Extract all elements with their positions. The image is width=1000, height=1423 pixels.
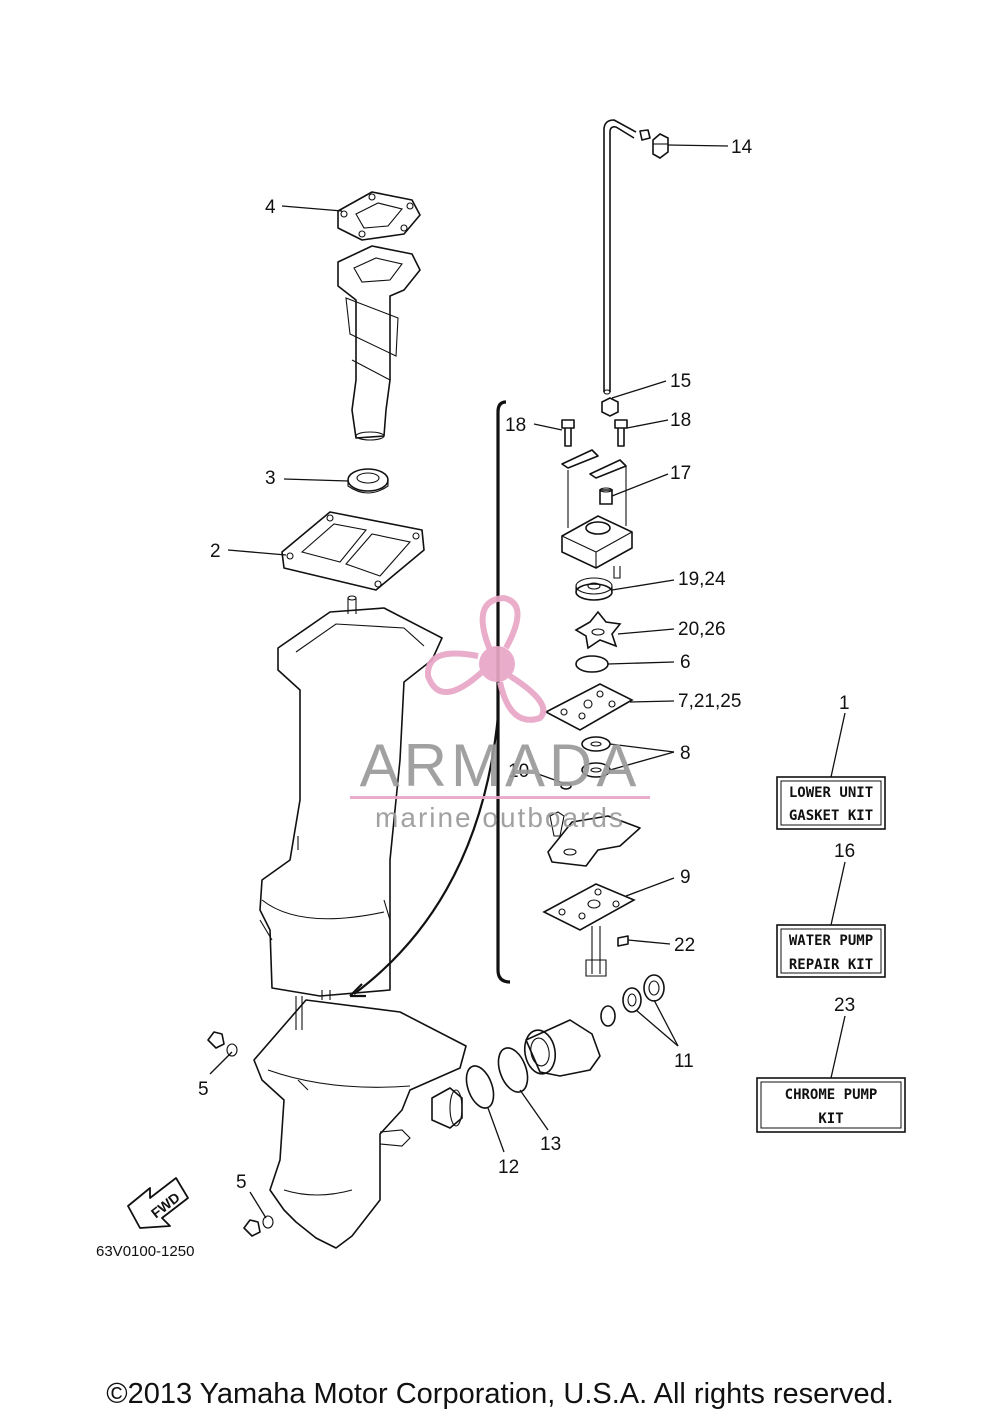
pin-22 xyxy=(617,935,629,947)
gasket-9 xyxy=(542,883,636,931)
drive-shaft-lower xyxy=(585,926,607,977)
callout-15: 15 xyxy=(670,371,691,392)
grommet-15 xyxy=(601,397,619,417)
kit-water-pump-repair: WATER PUMP REPAIR KIT xyxy=(776,924,886,978)
armada-watermark: ARMADA marine outboards xyxy=(350,594,650,833)
assembly-arrow xyxy=(353,715,500,995)
callout-14: 14 xyxy=(731,137,753,158)
oil-seal-11 xyxy=(600,974,665,1027)
watermark-brand: ARMADA xyxy=(360,732,641,799)
bolt-5-lower xyxy=(243,1215,274,1237)
propeller-logo-icon xyxy=(424,594,547,723)
callout-18-left: 18 xyxy=(505,415,526,436)
callout-13: 13 xyxy=(540,1134,561,1155)
kit-chrome-pump: CHROME PUMP KIT xyxy=(756,1077,906,1133)
bolt-5-upper xyxy=(207,1031,238,1057)
upper-casing xyxy=(259,595,443,997)
water-pipe xyxy=(603,119,651,395)
callout-23: 23 xyxy=(834,995,855,1016)
callout-16: 16 xyxy=(834,841,855,862)
callout-1: 1 xyxy=(839,693,850,714)
exhaust-guide xyxy=(337,245,421,441)
leader-lines xyxy=(209,144,846,1219)
callout-3: 3 xyxy=(265,468,276,489)
kit-lower-unit-gasket: LOWER UNIT GASKET KIT xyxy=(776,776,886,830)
callout-4: 4 xyxy=(265,197,276,218)
bearings-8 xyxy=(581,736,611,778)
bolt-18-left xyxy=(561,419,575,447)
lower-unit-housing xyxy=(253,990,467,1249)
callout-22: 22 xyxy=(674,935,695,956)
o-ring-12 xyxy=(465,1065,495,1109)
grommet-14 xyxy=(652,133,669,159)
propeller-shaft-seal-12 xyxy=(431,1087,463,1129)
kit-lower-unit-line2: GASKET KIT xyxy=(789,808,873,824)
gasket-4 xyxy=(337,191,421,241)
watermark-tagline: marine outboards xyxy=(375,802,625,833)
insert-19-24 xyxy=(575,577,613,601)
insert-cartridge-17 xyxy=(599,487,613,505)
gasket-2 xyxy=(281,511,425,591)
o-ring-10 xyxy=(560,782,572,790)
outer-plate-7 xyxy=(544,683,634,731)
seal-3 xyxy=(347,468,389,494)
callout-8: 8 xyxy=(680,743,691,764)
callout-5-lower: 5 xyxy=(236,1172,247,1193)
fwd-arrow: FWD xyxy=(127,1177,189,1229)
bolt-18-right xyxy=(614,419,628,447)
assembly-arrowhead xyxy=(349,983,366,998)
pump-case xyxy=(547,811,641,867)
kit-chrome-pump-line2: KIT xyxy=(818,1111,843,1127)
callout-6: 6 xyxy=(680,652,691,673)
callout-12: 12 xyxy=(498,1157,519,1178)
kit-water-pump-line2: REPAIR KIT xyxy=(789,957,873,973)
callout-19-24: 19,24 xyxy=(678,569,726,590)
pump-housing xyxy=(561,515,633,579)
impeller-20-26 xyxy=(574,610,622,650)
callout-labels: 14 4 15 18 18 3 17 2 19,24 20,26 6 7,21,… xyxy=(198,137,855,1193)
bearing-housing xyxy=(523,1019,601,1077)
bracket-plates xyxy=(561,449,627,528)
kit-water-pump-line1: WATER PUMP xyxy=(789,933,873,949)
copyright-notice: ©2013 Yamaha Motor Corporation, U.S.A. A… xyxy=(106,1378,894,1410)
group-bracket xyxy=(496,400,511,984)
callout-20-26: 20,26 xyxy=(678,619,726,640)
kit-lower-unit-line1: LOWER UNIT xyxy=(789,785,873,801)
callout-7-21-25: 7,21,25 xyxy=(678,691,741,712)
callout-10: 10 xyxy=(508,761,529,782)
kit-chrome-pump-line1: CHROME PUMP xyxy=(785,1087,878,1103)
callout-18-right: 18 xyxy=(670,410,691,431)
callout-5-upper: 5 xyxy=(198,1079,209,1100)
callout-11: 11 xyxy=(674,1051,694,1072)
callout-9: 9 xyxy=(680,867,691,888)
o-ring-13 xyxy=(497,1047,529,1093)
gasket-6 xyxy=(575,655,609,673)
part-code: 63V0100-1250 xyxy=(96,1243,194,1260)
watermark-divider xyxy=(350,796,650,799)
callout-2: 2 xyxy=(210,541,221,562)
callout-17: 17 xyxy=(670,463,691,484)
